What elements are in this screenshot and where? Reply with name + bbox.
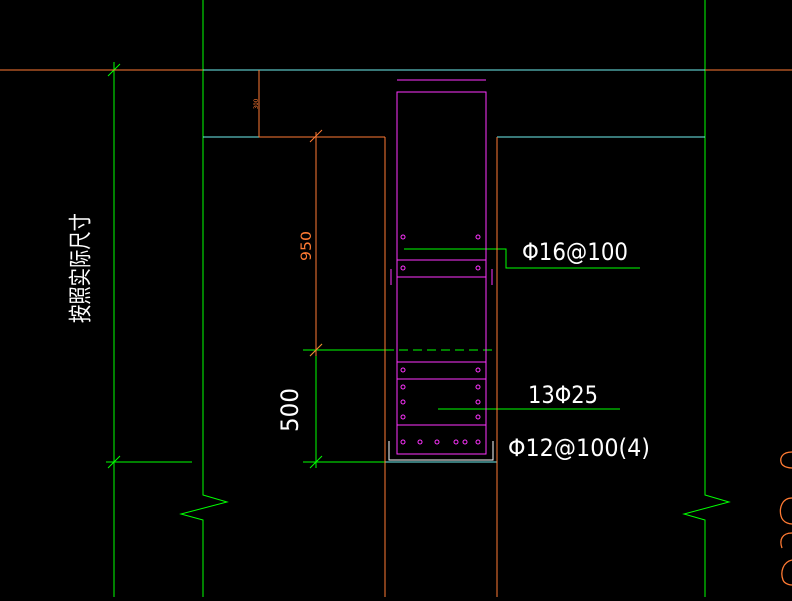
bottom-stirrup-hook	[388, 441, 494, 461]
rebar-dot	[475, 399, 481, 405]
rebar-stirrup-upper-label: Φ16@100	[522, 238, 628, 266]
rebar-dot	[475, 367, 481, 373]
rebar-dot	[400, 439, 406, 445]
dim-950-label: 950	[299, 231, 315, 261]
rebar-dot	[400, 234, 406, 240]
dim-950-tick-bottom	[309, 343, 323, 357]
stirrup-outline	[396, 91, 487, 455]
dim-300-label: 300	[253, 98, 260, 109]
rebar-dot	[400, 384, 406, 390]
magenta-rebar	[390, 79, 493, 455]
vertical-note-label: 按照实际尺寸	[68, 213, 94, 323]
rebar-dot	[475, 439, 481, 445]
rebar-dot	[453, 439, 459, 445]
rebar-dot	[434, 439, 440, 445]
left-wall-break-line	[179, 0, 229, 597]
leader-stirrup-upper	[404, 248, 640, 269]
rebar-dot	[417, 439, 423, 445]
rebar-dot	[475, 265, 481, 271]
rebar-dot	[400, 399, 406, 405]
rebar-dot	[400, 414, 406, 420]
rebar-dot	[475, 234, 481, 240]
dim-500-tick-bottom	[309, 455, 323, 469]
dim-950-tick-top	[309, 129, 323, 143]
rebar-dot	[400, 367, 406, 373]
rebar-dot	[475, 384, 481, 390]
rebar-stirrup-lower-label: Φ12@100(4)	[508, 434, 650, 462]
dim-500-label: 500	[276, 388, 304, 432]
green-structure-lines	[106, 0, 731, 597]
orange-lines	[0, 69, 792, 597]
rebar-dot	[462, 439, 468, 445]
rebar-dot	[400, 265, 406, 271]
right-wall-break-line	[682, 0, 731, 597]
rebar-dots	[400, 234, 481, 445]
rebar-dot	[475, 414, 481, 420]
dim-tick-bottom	[107, 455, 121, 469]
cropped-glyph-fragment	[779, 451, 792, 586]
rebar-main-label: 13Φ25	[528, 381, 598, 409]
